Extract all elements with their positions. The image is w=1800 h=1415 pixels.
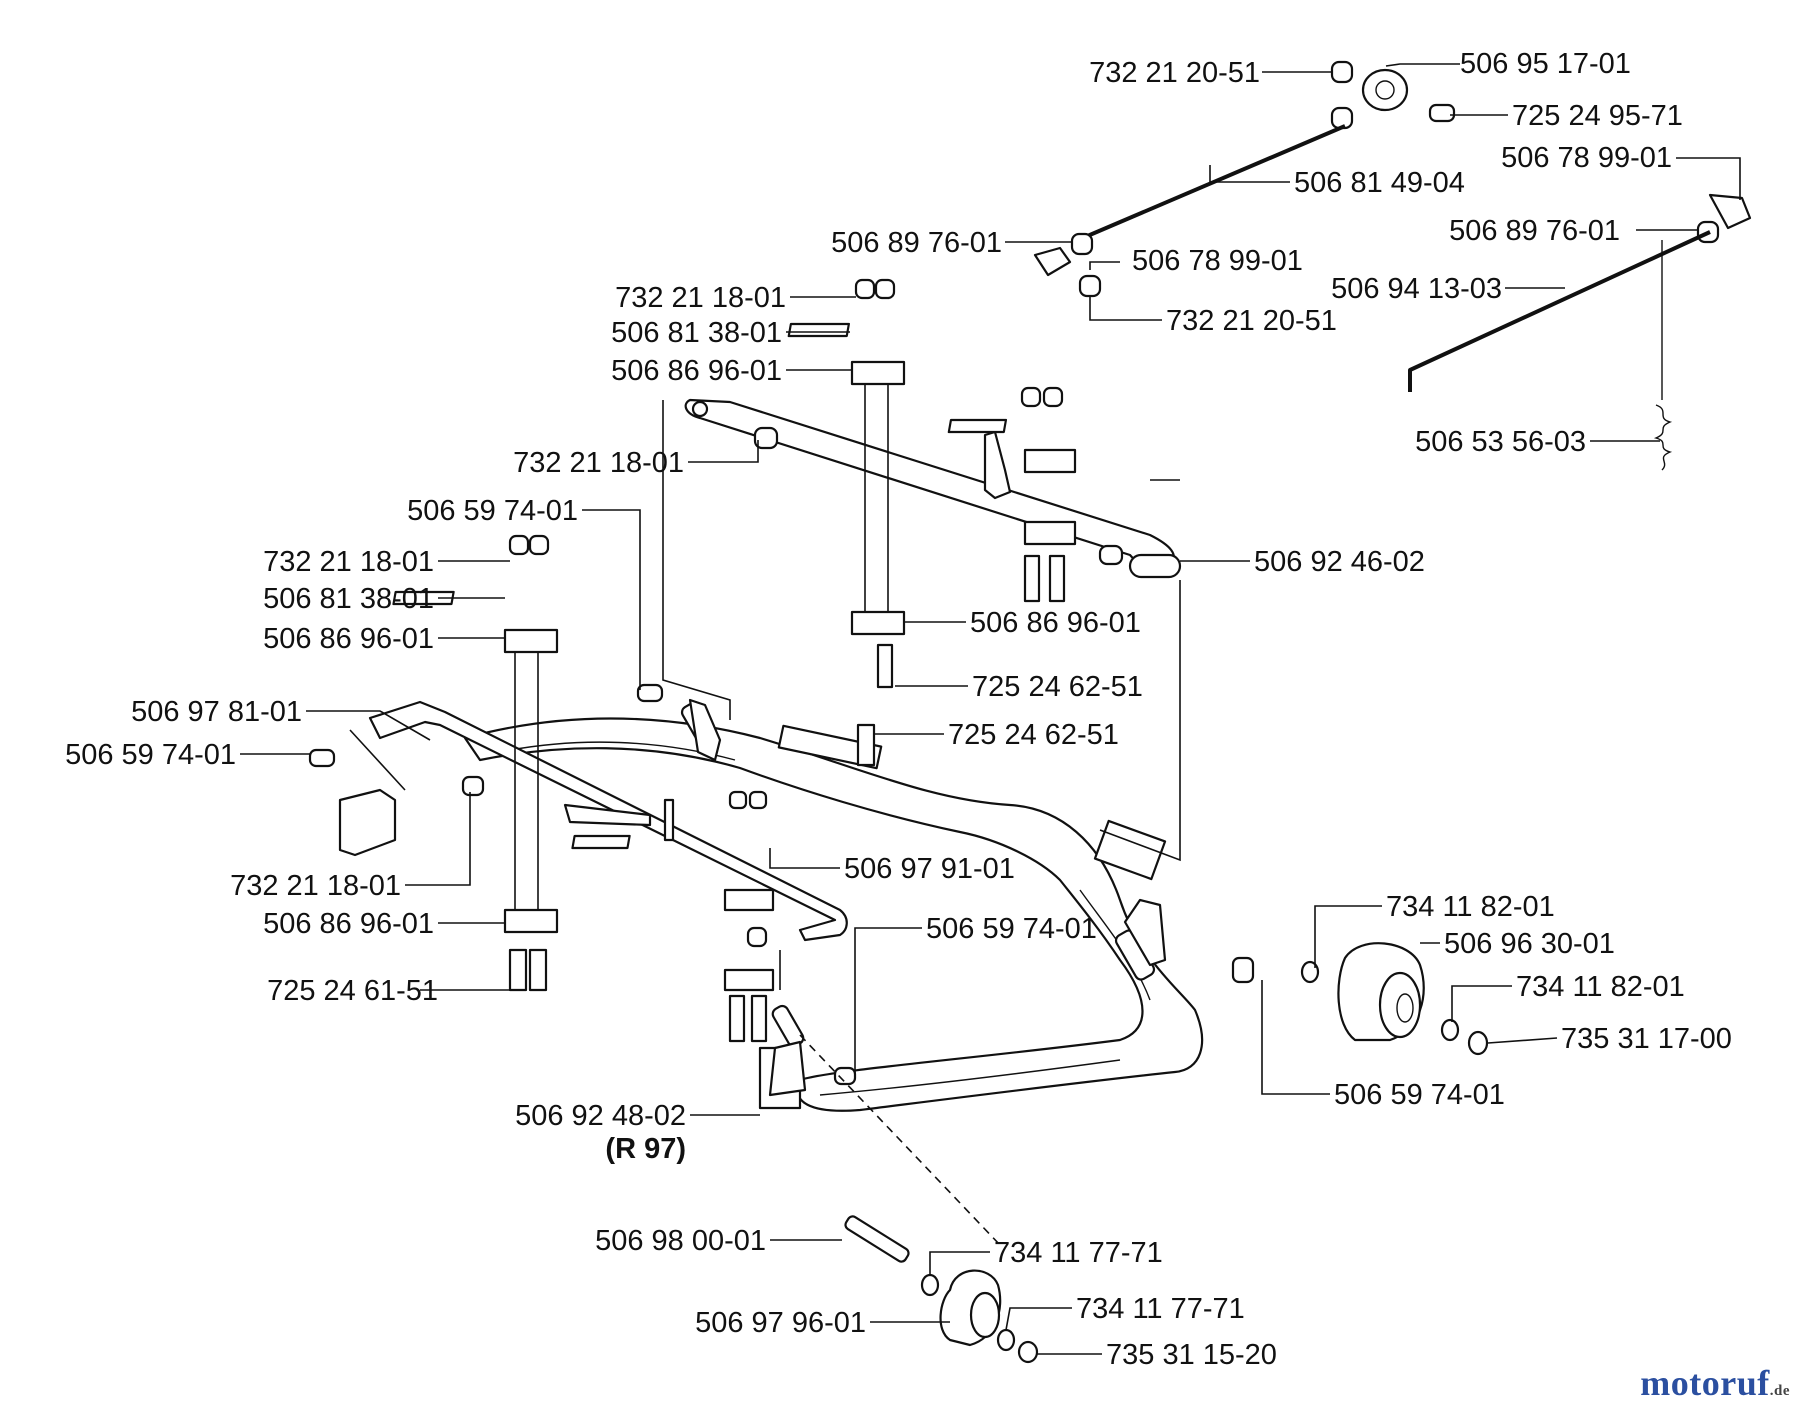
support-brackets — [688, 698, 1167, 1097]
label-506-92-48-02: 506 92 48-02 — [515, 1100, 686, 1132]
label-732-21-20-51-a: 732 21 20-51 — [1089, 57, 1260, 89]
clamp-right-top — [947, 386, 1077, 603]
label-506-53-56-03: 506 53 56-03 — [1415, 426, 1586, 458]
label-725-24-62-51-b: 725 24 62-51 — [948, 719, 1119, 751]
label-734-11-77-71-a: 734 11 77-71 — [994, 1237, 1163, 1269]
label-revision-r97: (R 97) — [605, 1133, 686, 1165]
label-506-86-96-01-c: 506 86 96-01 — [263, 623, 434, 655]
brand-tld: .de — [1769, 1383, 1790, 1399]
label-732-21-18-01-c: 732 21 18-01 — [263, 546, 434, 578]
lower-handle-bar — [338, 700, 848, 942]
clamp-lower-center — [571, 790, 775, 1043]
right-roller — [1300, 942, 1489, 1056]
label-506-59-74-01-c: 506 59 74-01 — [926, 913, 1097, 945]
label-506-81-49-04: 506 81 49-04 — [1294, 167, 1465, 199]
label-506-78-99-01-a: 506 78 99-01 — [1501, 142, 1672, 174]
upper-linkage — [1033, 60, 1752, 471]
brand-watermark: motoruf.de — [1640, 1362, 1790, 1404]
clamp-center — [787, 278, 906, 767]
label-735-31-17-00: 735 31 17-00 — [1561, 1023, 1732, 1055]
label-506-97-81-01: 506 97 81-01 — [131, 696, 302, 728]
label-506-86-96-01-a: 506 86 96-01 — [611, 355, 782, 387]
label-734-11-82-01-b: 734 11 82-01 — [1516, 971, 1685, 1003]
label-725-24-95-71: 725 24 95-71 — [1512, 100, 1683, 132]
label-506-96-30-01: 506 96 30-01 — [1444, 928, 1615, 960]
label-506-94-13-03: 506 94 13-03 — [1331, 273, 1502, 305]
label-506-81-38-01-b: 506 81 38-01 — [263, 583, 434, 615]
label-725-24-61-51: 725 24 61-51 — [267, 975, 438, 1007]
leader-lines — [240, 63, 1741, 1355]
label-732-21-18-01-a: 732 21 18-01 — [615, 282, 786, 314]
front-roller — [799, 1034, 1039, 1364]
label-506-78-99-01-b: 506 78 99-01 — [1132, 245, 1303, 277]
label-732-21-18-01-b: 732 21 18-01 — [513, 447, 684, 479]
brand-name: motoruf — [1640, 1363, 1770, 1403]
label-732-21-18-01-d: 732 21 18-01 — [230, 870, 401, 902]
label-506-86-96-01-b: 506 86 96-01 — [970, 607, 1141, 639]
label-506-97-91-01: 506 97 91-01 — [844, 853, 1015, 885]
label-506-59-74-01-a: 506 59 74-01 — [407, 495, 578, 527]
label-732-21-20-51-b: 732 21 20-51 — [1166, 305, 1337, 337]
label-506-97-96-01: 506 97 96-01 — [695, 1307, 866, 1339]
label-506-89-76-01-b: 506 89 76-01 — [1449, 215, 1620, 247]
label-506-92-46-02: 506 92 46-02 — [1254, 546, 1425, 578]
part-labels: 732 21 20-51 506 95 17-01 725 24 95-71 5… — [65, 48, 1732, 1371]
label-725-24-62-51-a: 725 24 62-51 — [972, 671, 1143, 703]
label-506-98-00-01: 506 98 00-01 — [595, 1225, 766, 1257]
label-734-11-77-71-b: 734 11 77-71 — [1076, 1293, 1245, 1325]
label-506-59-74-01-d: 506 59 74-01 — [1334, 1079, 1505, 1111]
label-506-59-74-01-b: 506 59 74-01 — [65, 739, 236, 771]
label-506-81-38-01-a: 506 81 38-01 — [611, 317, 782, 349]
label-506-89-76-01-a: 506 89 76-01 — [831, 227, 1002, 259]
label-506-95-17-01: 506 95 17-01 — [1460, 48, 1631, 80]
label-735-31-15-20: 735 31 15-20 — [1106, 1339, 1277, 1371]
label-506-86-96-01-d: 506 86 96-01 — [263, 908, 434, 940]
clamp-left — [392, 534, 559, 992]
label-734-11-82-01-a: 734 11 82-01 — [1386, 891, 1555, 923]
